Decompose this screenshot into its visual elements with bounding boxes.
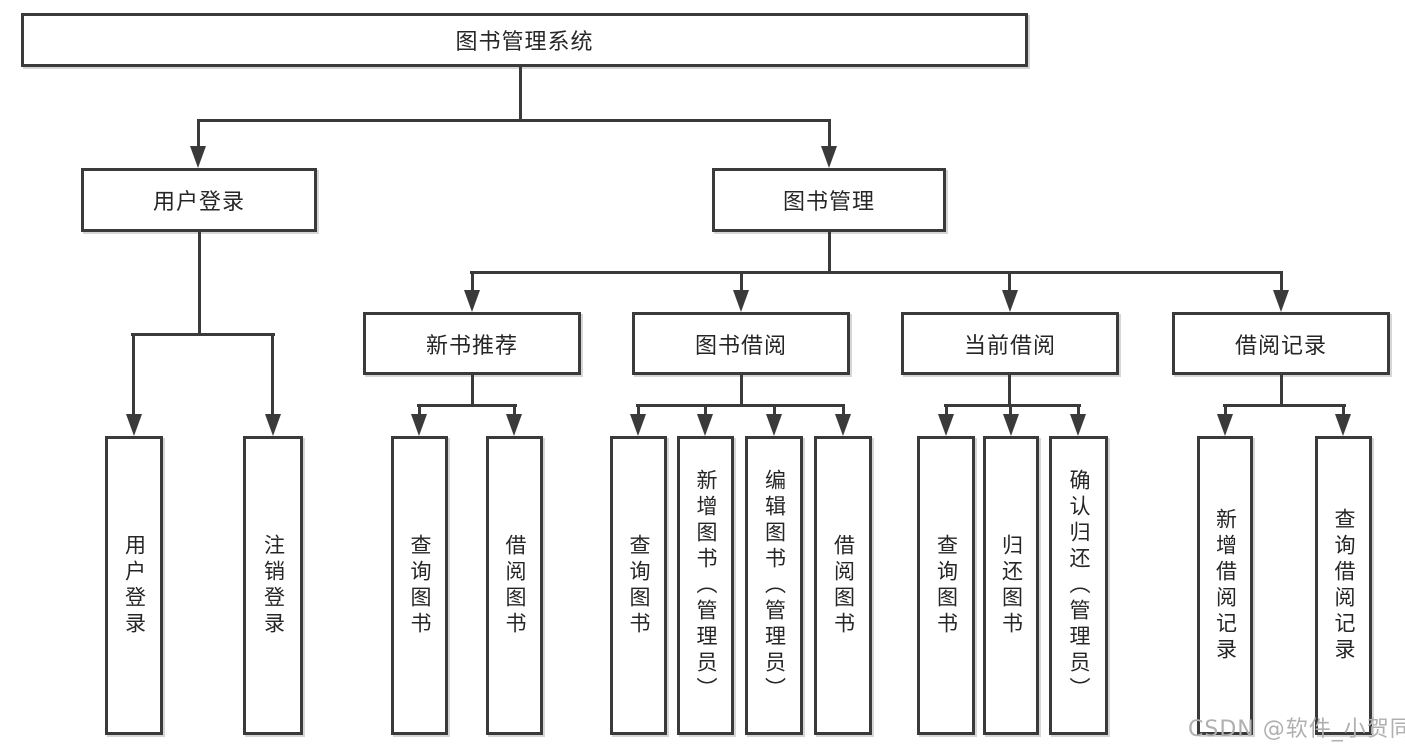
arrow-down-icon xyxy=(126,414,142,436)
arrow-down-icon xyxy=(506,414,522,436)
node-current-borrowing: 当前借阅 xyxy=(901,312,1119,375)
arrow-down-icon xyxy=(835,414,851,436)
node-library-system: 图书管理系统 xyxy=(21,13,1028,67)
connector-line xyxy=(828,119,831,149)
connector-line xyxy=(471,272,474,292)
arrow-down-icon xyxy=(464,290,480,312)
connector-line xyxy=(1008,375,1011,405)
arrow-down-icon xyxy=(766,414,782,436)
arrow-down-icon xyxy=(821,146,837,168)
connector-line xyxy=(417,404,517,407)
node-user-login: 用户登录 xyxy=(81,168,317,232)
leaf-return-books: 归还图书 xyxy=(983,436,1039,735)
connector-line xyxy=(945,405,948,416)
connector-line xyxy=(773,405,776,416)
node-book-management: 图书管理 xyxy=(712,168,946,232)
leaf-borrow-books-1: 借阅图书 xyxy=(486,436,543,735)
connector-line xyxy=(1009,405,1012,416)
leaf-query-books-3: 查询图书 xyxy=(917,436,975,735)
arrow-down-icon xyxy=(1335,414,1351,436)
arrow-down-icon xyxy=(1070,414,1086,436)
connector-line xyxy=(828,232,831,273)
leaf-confirm-return-admin: 确认归还（管理员） xyxy=(1049,436,1108,735)
arrow-down-icon xyxy=(733,290,749,312)
connector-line xyxy=(197,119,200,149)
connector-line xyxy=(131,333,275,336)
connector-line xyxy=(704,405,707,416)
arrow-down-icon xyxy=(1003,414,1019,436)
connector-line xyxy=(471,375,474,405)
watermark: CSDN @软件_小贺同学 xyxy=(1188,717,1405,742)
connector-line xyxy=(519,66,522,122)
connector-line xyxy=(1342,405,1345,416)
node-borrowing-records: 借阅记录 xyxy=(1172,312,1390,375)
connector-line xyxy=(740,272,743,292)
connector-line xyxy=(1224,405,1227,416)
arrow-down-icon xyxy=(411,414,427,436)
connector-line xyxy=(1280,272,1283,292)
arrow-down-icon xyxy=(1273,290,1289,312)
node-book-borrowing: 图书借阅 xyxy=(632,312,850,375)
connector-line xyxy=(637,405,640,416)
connector-line xyxy=(636,404,845,407)
connector-line xyxy=(132,333,135,417)
connector-line xyxy=(470,271,1283,274)
arrow-down-icon xyxy=(1002,290,1018,312)
leaf-add-borrow-record: 新增借阅记录 xyxy=(1197,436,1253,735)
leaf-borrow-books-2: 借阅图书 xyxy=(814,436,872,735)
connector-line xyxy=(842,405,845,416)
leaf-add-book-admin: 新增图书（管理员） xyxy=(677,436,734,735)
leaf-logout: 注销登录 xyxy=(243,436,303,735)
connector-line xyxy=(1077,405,1080,416)
connector-line xyxy=(1223,404,1346,407)
arrow-down-icon xyxy=(190,146,206,168)
connector-line xyxy=(197,119,831,122)
arrow-down-icon xyxy=(630,414,646,436)
node-new-book-recommend: 新书推荐 xyxy=(363,312,581,375)
connector-line xyxy=(271,333,274,417)
leaf-query-books-1: 查询图书 xyxy=(391,436,448,735)
connector-line xyxy=(1008,272,1011,292)
arrow-down-icon xyxy=(1217,414,1233,436)
leaf-query-books-2: 查询图书 xyxy=(610,436,667,735)
connector-line xyxy=(944,404,1081,407)
arrow-down-icon xyxy=(938,414,954,436)
connector-line xyxy=(198,232,201,335)
leaf-edit-book-admin: 编辑图书（管理员） xyxy=(745,436,803,735)
connector-line xyxy=(418,405,421,416)
connector-line xyxy=(1280,375,1283,405)
connector-line xyxy=(513,405,516,416)
arrow-down-icon xyxy=(265,414,281,436)
connector-line xyxy=(740,375,743,405)
arrow-down-icon xyxy=(697,414,713,436)
leaf-query-borrow-record: 查询借阅记录 xyxy=(1315,436,1372,735)
leaf-user-login: 用户登录 xyxy=(105,436,163,735)
